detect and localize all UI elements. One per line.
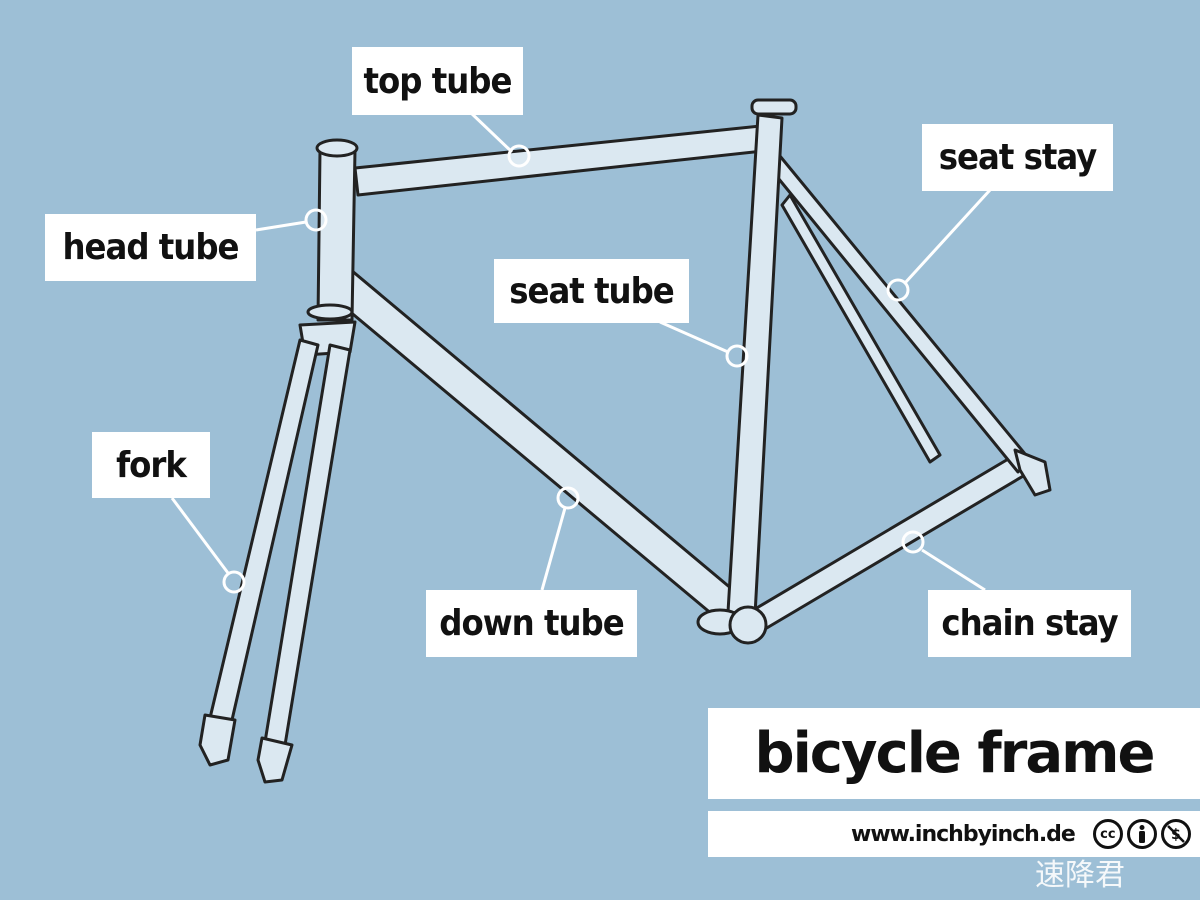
license-icons: cc $	[1092, 819, 1191, 849]
label-down-tube: down tube	[426, 590, 637, 657]
callout-down-tube	[556, 486, 580, 510]
leader-head-tube	[255, 220, 307, 232]
callout-head-tube	[304, 208, 328, 232]
rear-dropout	[1013, 448, 1052, 497]
label-fork: fork	[92, 432, 210, 498]
fork-blade-right	[263, 343, 352, 747]
seat-clamp	[750, 98, 798, 116]
bottom-bracket	[728, 605, 768, 645]
fork-dropout-left	[198, 713, 237, 767]
headset-ring	[306, 303, 354, 321]
leader-fork	[170, 497, 230, 574]
top-tube	[353, 123, 774, 197]
seat-stay	[763, 148, 1032, 474]
leader-top-tube	[468, 110, 514, 154]
head-tube-top	[315, 138, 359, 158]
callout-seat-stay	[886, 278, 910, 302]
credit-url[interactable]: www.inchbyinch.de	[851, 821, 1076, 847]
callout-fork	[222, 570, 246, 594]
person-icon	[1138, 825, 1145, 843]
stay-brace	[780, 193, 942, 464]
cc-icon: cc	[1092, 819, 1123, 849]
leader-down-tube	[540, 507, 567, 591]
watermark: 速降君	[1035, 858, 1125, 893]
attribution-icon	[1126, 819, 1157, 849]
callout-seat-tube	[725, 344, 749, 368]
fork-dropout-right	[256, 736, 294, 784]
credit-bar: www.inchbyinch.de cc $	[708, 811, 1200, 857]
label-seat-stay: seat stay	[922, 124, 1113, 191]
leader-seat-stay	[903, 188, 992, 285]
diagram-title: bicycle frame	[708, 708, 1200, 799]
callout-top-tube	[507, 144, 531, 168]
noncommercial-icon: $	[1160, 819, 1191, 849]
callout-chain-stay	[901, 530, 925, 554]
label-top-tube: top tube	[352, 47, 523, 115]
label-head-tube: head tube	[45, 214, 256, 281]
no-dollar-icon: $	[1166, 825, 1185, 843]
label-seat-tube: seat tube	[494, 259, 689, 323]
leader-seat-tube	[659, 320, 729, 354]
leader-chain-stay	[921, 548, 986, 592]
head-tube	[316, 148, 357, 322]
label-chain-stay: chain stay	[928, 590, 1131, 657]
